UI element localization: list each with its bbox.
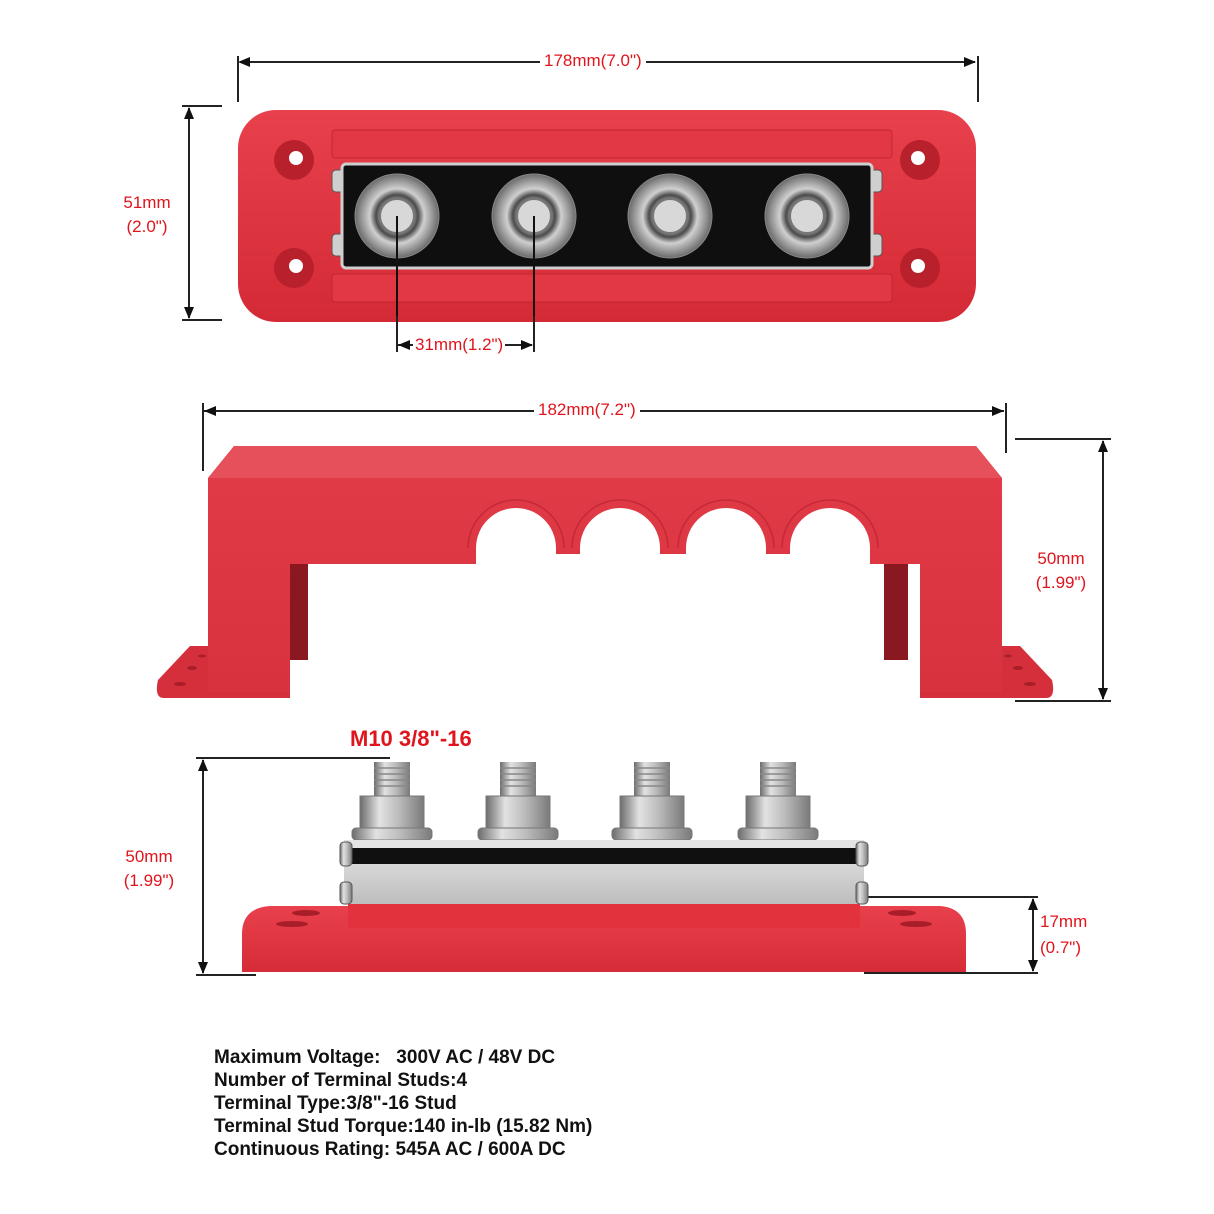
side-height-label-mm: 50mm xyxy=(1024,548,1098,570)
arrow-up-icon xyxy=(1098,440,1108,452)
dimension-extension-line xyxy=(533,316,535,352)
dimension-line xyxy=(1032,899,1034,971)
spec-value: 3/8"-16 Stud xyxy=(346,1093,457,1114)
arrow-down-icon xyxy=(1028,960,1038,972)
spec-row-terminal-type: Terminal Type:3/8"-16 Stud xyxy=(214,1092,592,1115)
base-height-label-in: (0.7") xyxy=(1040,938,1081,957)
arrow-up-icon xyxy=(198,759,208,771)
dimension-extension-line xyxy=(1015,700,1111,702)
spec-label: Number of Terminal Studs: xyxy=(214,1070,457,1091)
spec-row-max-voltage: Maximum Voltage: 300V AC / 48V DC xyxy=(214,1046,592,1069)
terminal-spacing-label: 31mm(1.2") xyxy=(413,334,506,356)
arrow-up-icon xyxy=(1028,898,1038,910)
side-height-label-in: (1.99") xyxy=(1024,572,1098,594)
dimension-extension-line xyxy=(977,56,979,102)
top-height-label-mm: 51mm xyxy=(123,193,171,212)
dimension-line xyxy=(1102,441,1104,699)
spec-row-terminal-count: Number of Terminal Studs:4 xyxy=(214,1069,592,1092)
dimension-extension-line xyxy=(196,757,390,759)
spec-value: 545A AC / 600A DC xyxy=(390,1139,566,1160)
spec-row-stud-torque: Terminal Stud Torque:140 in-lb (15.82 Nm… xyxy=(214,1115,592,1138)
arrow-down-icon xyxy=(198,962,208,974)
top-width-label: 178mm(7.0") xyxy=(540,50,646,72)
dimension-extension-line xyxy=(182,105,222,107)
side-width-label: 182mm(7.2") xyxy=(534,399,640,421)
busbar-top-view-image xyxy=(238,110,976,324)
dimension-extension-line xyxy=(202,403,204,471)
arrow-right-icon xyxy=(521,340,533,350)
arrow-left-icon xyxy=(398,340,410,350)
spec-label: Terminal Type: xyxy=(214,1093,347,1114)
dimension-extension-line xyxy=(182,319,222,321)
arrow-up-icon xyxy=(184,107,194,119)
spec-label: Maximum Voltage: xyxy=(214,1047,381,1068)
spec-label: Terminal Stud Torque: xyxy=(214,1116,414,1137)
front-height-label-mm: 50mm xyxy=(125,847,173,866)
top-height-label-in: (2.0") xyxy=(126,217,168,236)
dimension-extension-line xyxy=(1005,403,1007,453)
spec-value: 4 xyxy=(456,1070,468,1091)
arrow-left-icon xyxy=(204,406,216,416)
arrow-down-icon xyxy=(1098,688,1108,700)
arrow-down-icon xyxy=(184,307,194,319)
cover-side-view-image xyxy=(156,446,1054,698)
stud-size-label: M10 3/8"-16 xyxy=(350,726,472,751)
dimension-extension-line xyxy=(866,896,1038,898)
dimension-line xyxy=(188,108,190,318)
arrow-left-icon xyxy=(238,57,250,67)
dimension-extension-line xyxy=(237,56,239,102)
spec-value: 300V AC / 48V DC xyxy=(380,1047,556,1068)
dimension-extension-line xyxy=(864,972,1038,974)
dimension-extension-line xyxy=(196,974,256,976)
spec-row-continuous-rating: Continuous Rating: 545A AC / 600A DC xyxy=(214,1138,592,1161)
busbar-front-view-image xyxy=(242,762,966,972)
dimension-extension-line xyxy=(1015,438,1111,440)
front-height-label-in: (1.99") xyxy=(123,871,175,890)
spec-label: Continuous Rating: xyxy=(214,1139,391,1160)
dimension-extension-line xyxy=(396,316,398,352)
arrow-right-icon xyxy=(964,57,976,67)
arrow-right-icon xyxy=(992,406,1004,416)
spec-value: 140 in-lb (15.82 Nm) xyxy=(413,1116,593,1137)
spec-list: Maximum Voltage: 300V AC / 48V DC Number… xyxy=(214,1046,592,1161)
base-height-label-mm: 17mm xyxy=(1040,912,1088,931)
dimension-line xyxy=(202,760,204,973)
